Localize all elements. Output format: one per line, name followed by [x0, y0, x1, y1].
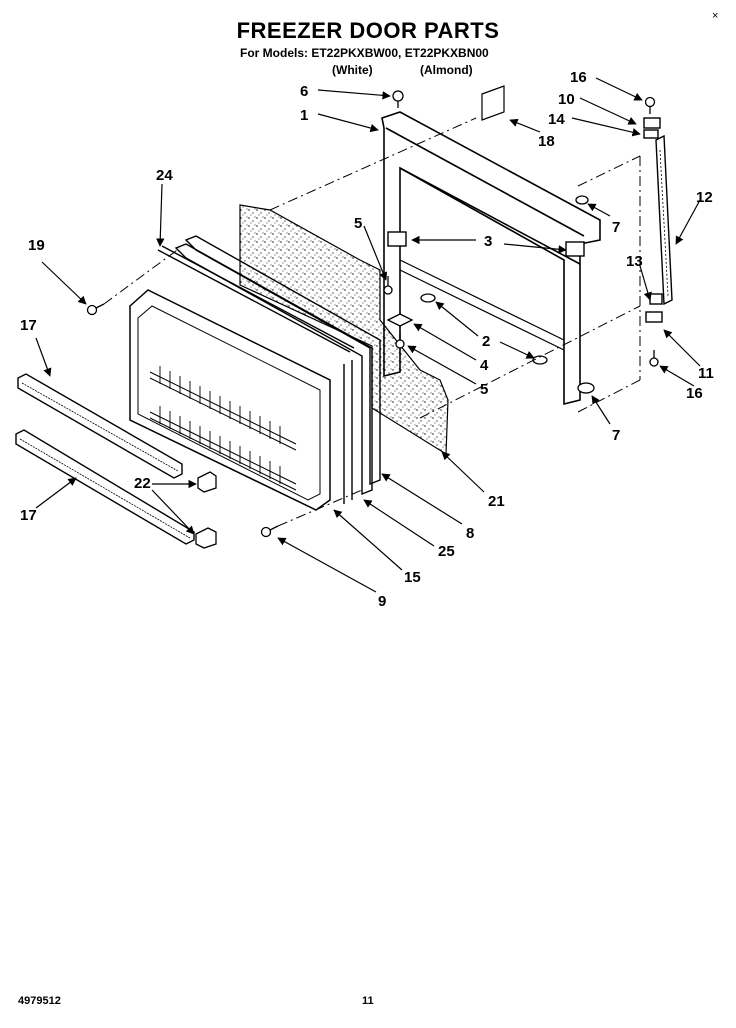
- door-label: [481, 85, 505, 121]
- callout-17-top: 17: [20, 317, 37, 334]
- callout-5-bottom: 5: [480, 381, 488, 398]
- callout-19: 19: [28, 237, 45, 254]
- callout-13: 13: [626, 253, 643, 270]
- callout-14: 14: [548, 111, 565, 128]
- screws: [86, 90, 659, 538]
- models-line: For Models: ET22PKXBW00, ET22PKXBN00: [240, 46, 489, 60]
- callout-4: 4: [480, 357, 489, 374]
- corner-mark: ×: [712, 10, 719, 22]
- callout-17-bottom: 17: [20, 507, 37, 524]
- callout-9: 9: [378, 593, 386, 610]
- retainer-bar: [15, 373, 195, 545]
- callout-16-top: 16: [570, 69, 587, 86]
- callout-6: 6: [300, 83, 308, 100]
- callout-25: 25: [438, 543, 455, 560]
- callout-21: 21: [488, 493, 505, 510]
- callout-12: 12: [696, 189, 713, 206]
- callout-2: 2: [482, 333, 490, 350]
- callout-24: 24: [156, 167, 173, 184]
- callout-labels: 6 1 16 10 14 18 7 12 5 3 13 2 4 11 5 16 …: [20, 69, 714, 610]
- hinge-pin-assembly: [643, 117, 673, 323]
- callout-5-top: 5: [354, 215, 362, 232]
- end-cap: [195, 471, 217, 549]
- callout-7-bottom: 7: [612, 427, 620, 444]
- callout-8: 8: [466, 525, 474, 542]
- color-almond-label: (Almond): [420, 63, 473, 77]
- callout-10: 10: [558, 91, 575, 108]
- page-title: FREEZER DOOR PARTS: [236, 18, 500, 43]
- door-frame: [381, 111, 601, 406]
- callout-22: 22: [134, 475, 151, 492]
- breaker-strip: [157, 245, 355, 353]
- callout-7-top: 7: [612, 219, 620, 236]
- callout-16-bottom: 16: [686, 385, 703, 402]
- liner-ribs: [159, 366, 281, 484]
- alignment-lines: [103, 117, 641, 527]
- door-liner: [129, 289, 331, 511]
- callout-11: 11: [698, 365, 714, 382]
- footer-part-number: 4979512: [18, 995, 61, 1007]
- foam-liner: [239, 204, 449, 456]
- leader-lines: [35, 77, 701, 593]
- callout-15: 15: [404, 569, 421, 586]
- callout-3: 3: [484, 233, 492, 250]
- footer-page-number: 11: [362, 995, 374, 1007]
- callout-1: 1: [300, 107, 308, 124]
- callout-18: 18: [538, 133, 555, 150]
- color-white-label: (White): [332, 63, 373, 77]
